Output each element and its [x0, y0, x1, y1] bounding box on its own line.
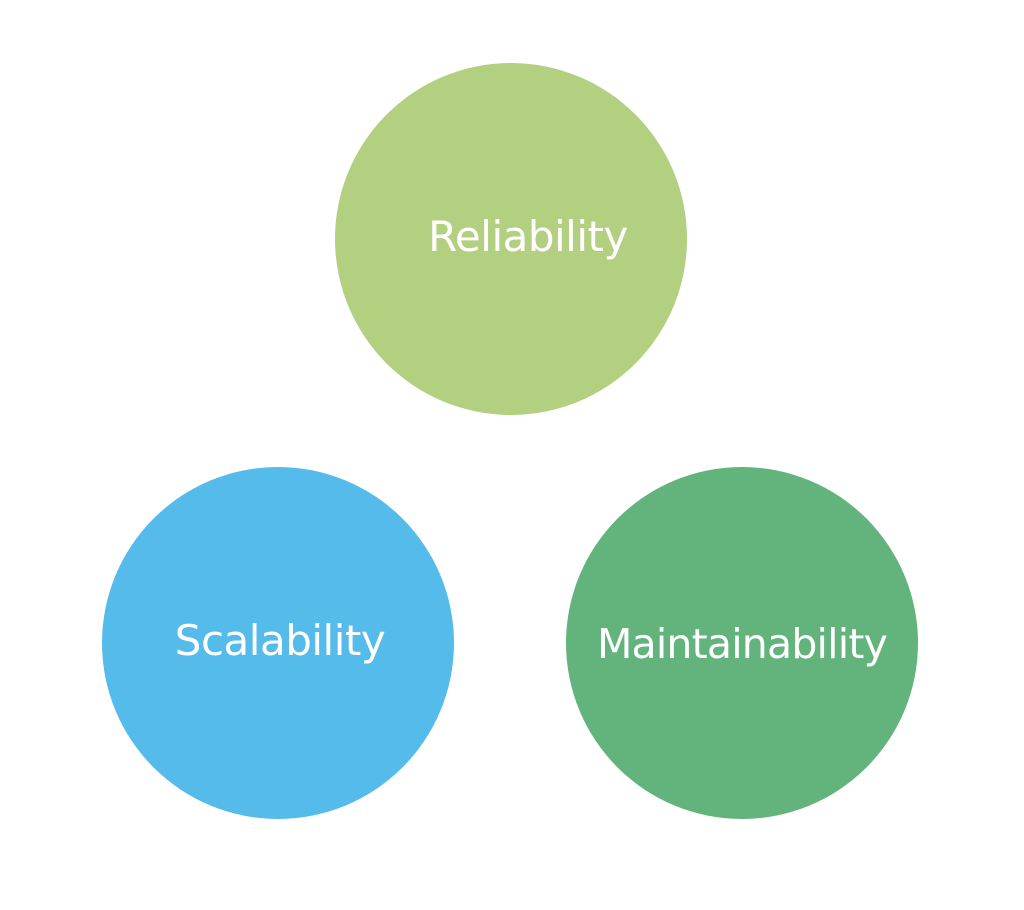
scalability-circle: Scalability	[102, 467, 454, 819]
reliability-label: Reliability	[428, 212, 628, 261]
maintainability-label: Maintainability	[596, 619, 888, 668]
maintainability-circle: Maintainability	[566, 467, 918, 819]
reliability-circle: Reliability	[335, 63, 687, 415]
scalability-label: Scalability	[174, 616, 386, 665]
